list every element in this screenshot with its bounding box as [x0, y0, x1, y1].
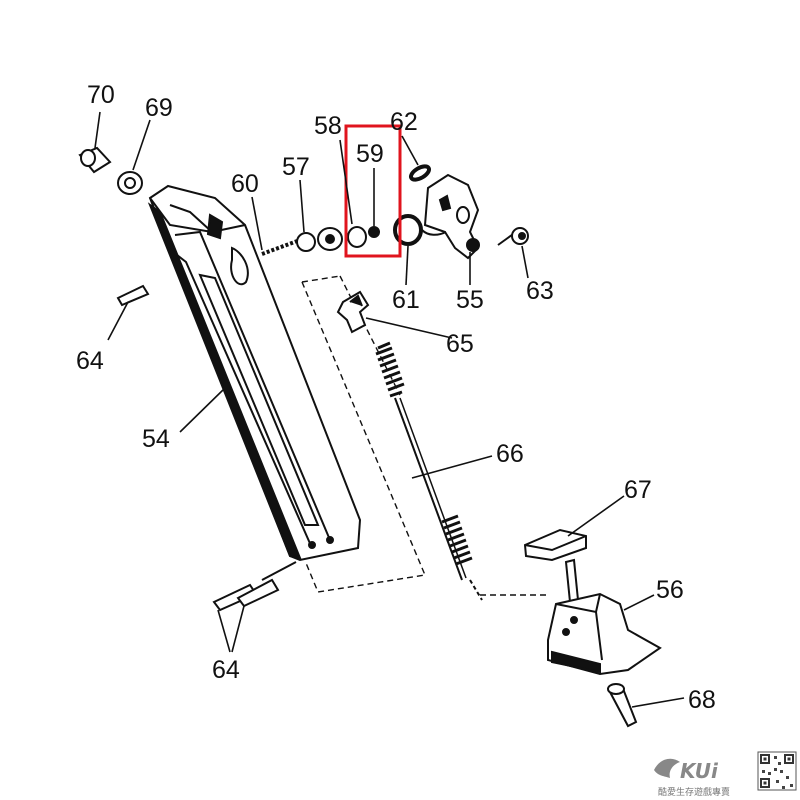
ball-part-59 — [368, 226, 380, 238]
pin-part-64-upper — [116, 284, 150, 307]
spring-part-66 — [375, 341, 483, 601]
label-64-upper: 64 — [76, 347, 104, 375]
label-70: 70 — [87, 81, 115, 109]
pin-part-70 — [78, 146, 112, 174]
label-57: 57 — [282, 153, 310, 181]
label-54: 54 — [142, 425, 170, 453]
label-55: 55 — [456, 286, 484, 314]
logo-text: KUi — [680, 759, 719, 783]
label-59: 59 — [356, 140, 384, 168]
catch-part-67 — [523, 528, 587, 562]
screw-part-63 — [497, 227, 529, 246]
spring-part-60 — [261, 238, 301, 256]
kui-logo: KUi 酷愛生存遊戲專賣 — [654, 758, 730, 798]
qr-code-icon — [757, 751, 797, 791]
label-58: 58 — [314, 112, 342, 140]
label-69: 69 — [145, 94, 173, 122]
logo-tagline: 酷愛生存遊戲專賣 — [658, 786, 730, 798]
callout-labels: 70 69 58 59 62 60 57 61 55 63 64 65 54 6… — [76, 81, 716, 714]
magazine-body-part-54 — [147, 184, 362, 562]
watermark: KUi 酷愛生存遊戲專賣 — [654, 751, 797, 798]
label-67: 67 — [624, 476, 652, 504]
seal-part-58 — [347, 226, 367, 248]
screw-part-68 — [607, 683, 638, 728]
label-65: 65 — [446, 330, 474, 358]
label-60: 60 — [231, 170, 259, 198]
highlight-box — [344, 124, 402, 258]
label-63: 63 — [526, 277, 554, 305]
ring-part-69 — [117, 171, 143, 195]
baseplate-part-56 — [547, 558, 662, 676]
label-66: 66 — [496, 440, 524, 468]
label-62: 62 — [390, 108, 418, 136]
oring-part-62 — [408, 164, 432, 182]
pins-part-64-lower — [212, 561, 297, 612]
valve-part-57 — [296, 227, 343, 252]
follower-part-65 — [336, 290, 370, 334]
label-64-lower: 64 — [212, 656, 240, 684]
label-68: 68 — [688, 686, 716, 714]
valve-body-part-55 — [421, 173, 480, 260]
label-61: 61 — [392, 286, 420, 314]
label-56: 56 — [656, 576, 684, 604]
dragon-mark-icon — [654, 758, 680, 778]
oring-part-61 — [393, 214, 423, 246]
leader-lines — [94, 111, 685, 708]
